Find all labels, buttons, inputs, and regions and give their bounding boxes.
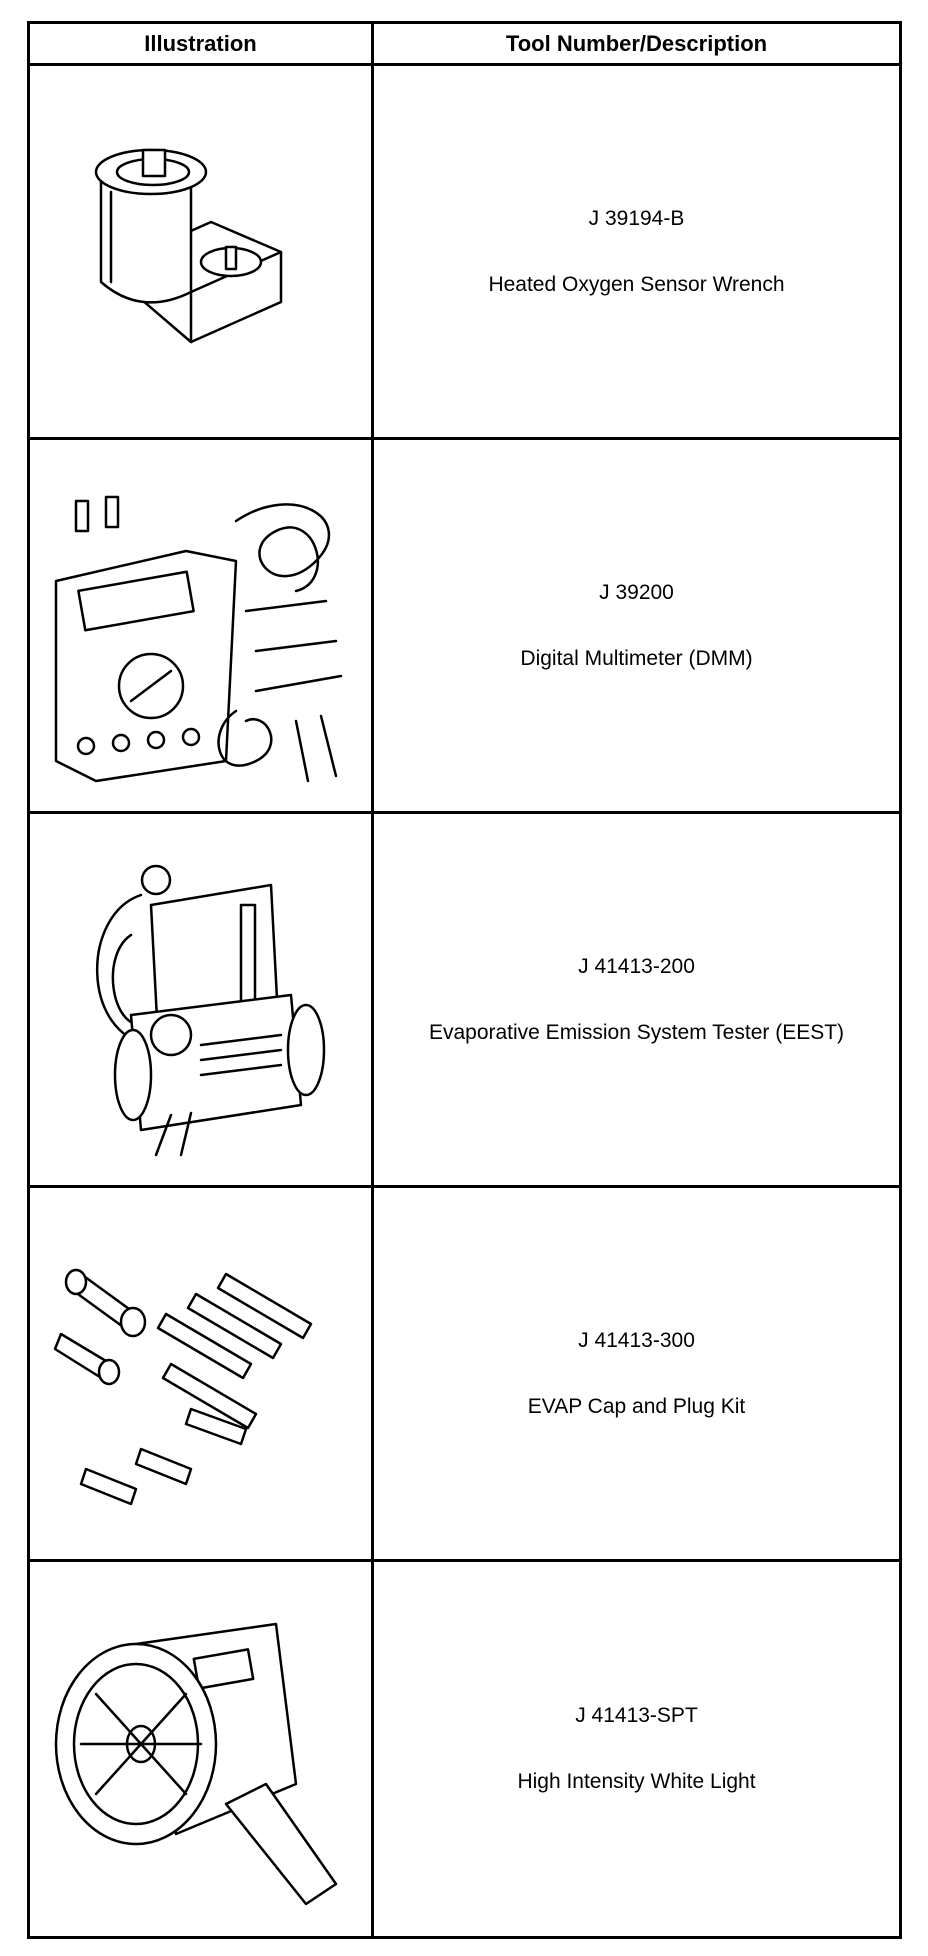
illustration-cell bbox=[30, 66, 374, 437]
illustration-cell bbox=[30, 814, 374, 1185]
header-illustration: Illustration bbox=[30, 24, 374, 63]
tool-description: Evaporative Emission System Tester (EEST… bbox=[428, 1020, 845, 1044]
description-cell: J 41413-SPT High Intensity White Light bbox=[374, 1562, 899, 1936]
table-row: J 41413-300 EVAP Cap and Plug Kit bbox=[30, 1188, 899, 1562]
table-header: Illustration Tool Number/Description bbox=[30, 24, 899, 66]
oxygen-sensor-wrench-icon bbox=[94, 148, 282, 343]
description-cell: J 41413-200 Evaporative Emission System … bbox=[374, 814, 899, 1185]
tool-number: J 39200 bbox=[599, 580, 674, 604]
illustration-cell bbox=[30, 1188, 374, 1559]
digital-multimeter-icon bbox=[54, 495, 342, 782]
tool-table: Illustration Tool Number/Description J 3… bbox=[27, 21, 902, 1939]
table-row: J 39194-B Heated Oxygen Sensor Wrench bbox=[30, 66, 899, 440]
emission-tester-icon bbox=[95, 864, 325, 1156]
tool-description: Heated Oxygen Sensor Wrench bbox=[488, 272, 785, 296]
description-cell: J 41413-300 EVAP Cap and Plug Kit bbox=[374, 1188, 899, 1559]
spotlight-icon bbox=[54, 1622, 337, 1906]
illustration-cell bbox=[30, 1562, 374, 1936]
table-row: J 39200 Digital Multimeter (DMM) bbox=[30, 440, 899, 814]
table-row: J 41413-200 Evaporative Emission System … bbox=[30, 814, 899, 1188]
tool-number: J 41413-200 bbox=[578, 954, 695, 978]
tool-number: J 39194-B bbox=[588, 206, 685, 230]
cap-plug-kit-icon bbox=[53, 1268, 312, 1505]
table-row: J 41413-SPT High Intensity White Light bbox=[30, 1562, 899, 1936]
tool-description: EVAP Cap and Plug Kit bbox=[527, 1394, 746, 1418]
tool-number: J 41413-SPT bbox=[575, 1704, 698, 1727]
illustration-cell bbox=[30, 440, 374, 811]
tool-description: High Intensity White Light bbox=[517, 1770, 756, 1793]
description-cell: J 39194-B Heated Oxygen Sensor Wrench bbox=[374, 66, 899, 437]
tool-description: Digital Multimeter (DMM) bbox=[520, 646, 753, 670]
description-cell: J 39200 Digital Multimeter (DMM) bbox=[374, 440, 899, 811]
tool-number: J 41413-300 bbox=[578, 1328, 695, 1352]
header-tool-description: Tool Number/Description bbox=[505, 30, 768, 56]
